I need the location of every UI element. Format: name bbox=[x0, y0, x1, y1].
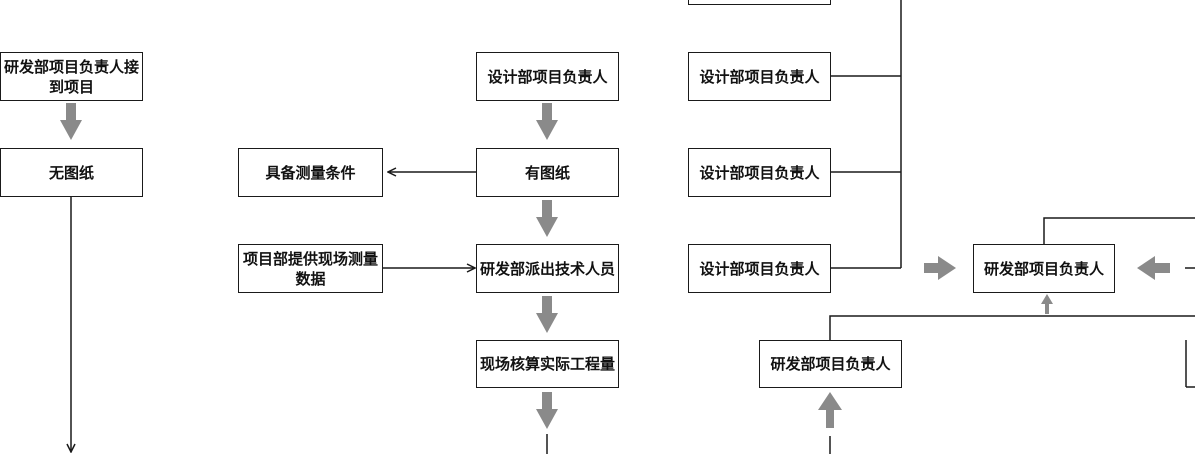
node-rd-dispatch-tech: 研发部派出技术人员 bbox=[476, 244, 619, 293]
node-rd-lead-lower: 研发部项目负责人 bbox=[759, 340, 902, 388]
node-no-drawings: 无图纸 bbox=[0, 148, 143, 197]
node-has-drawings: 有图纸 bbox=[476, 148, 619, 197]
block-arrow-left bbox=[1137, 256, 1170, 280]
node-onsite-verify: 现场核算实际工程量 bbox=[476, 340, 619, 388]
block-arrow-up-small bbox=[1041, 294, 1053, 314]
node-design-lead-top bbox=[688, 0, 831, 5]
node-rd-lead-center: 研发部项目负责人 bbox=[973, 244, 1115, 293]
block-arrow-down-5 bbox=[536, 392, 558, 429]
node-rd-receive-project: 研发部项目负责人接到项目 bbox=[0, 52, 143, 101]
block-arrow-down-1 bbox=[60, 103, 82, 140]
connector-rd-lower-top bbox=[829, 315, 1195, 340]
block-arrow-up bbox=[818, 392, 842, 428]
block-arrow-down-3 bbox=[536, 200, 558, 237]
node-design-lead-main: 设计部项目负责人 bbox=[476, 52, 619, 101]
block-arrow-down-4 bbox=[536, 296, 558, 333]
node-design-lead-1: 设计部项目负责人 bbox=[688, 52, 831, 101]
connector-rd-center-top bbox=[1043, 217, 1195, 244]
block-arrow-right bbox=[924, 256, 956, 280]
node-design-lead-2: 设计部项目负责人 bbox=[688, 148, 831, 197]
block-arrow-down-2 bbox=[536, 103, 558, 140]
node-project-dept-data: 项目部提供现场测量数据 bbox=[238, 244, 383, 293]
node-measurable: 具备测量条件 bbox=[238, 148, 383, 197]
node-design-lead-3: 设计部项目负责人 bbox=[688, 244, 831, 293]
